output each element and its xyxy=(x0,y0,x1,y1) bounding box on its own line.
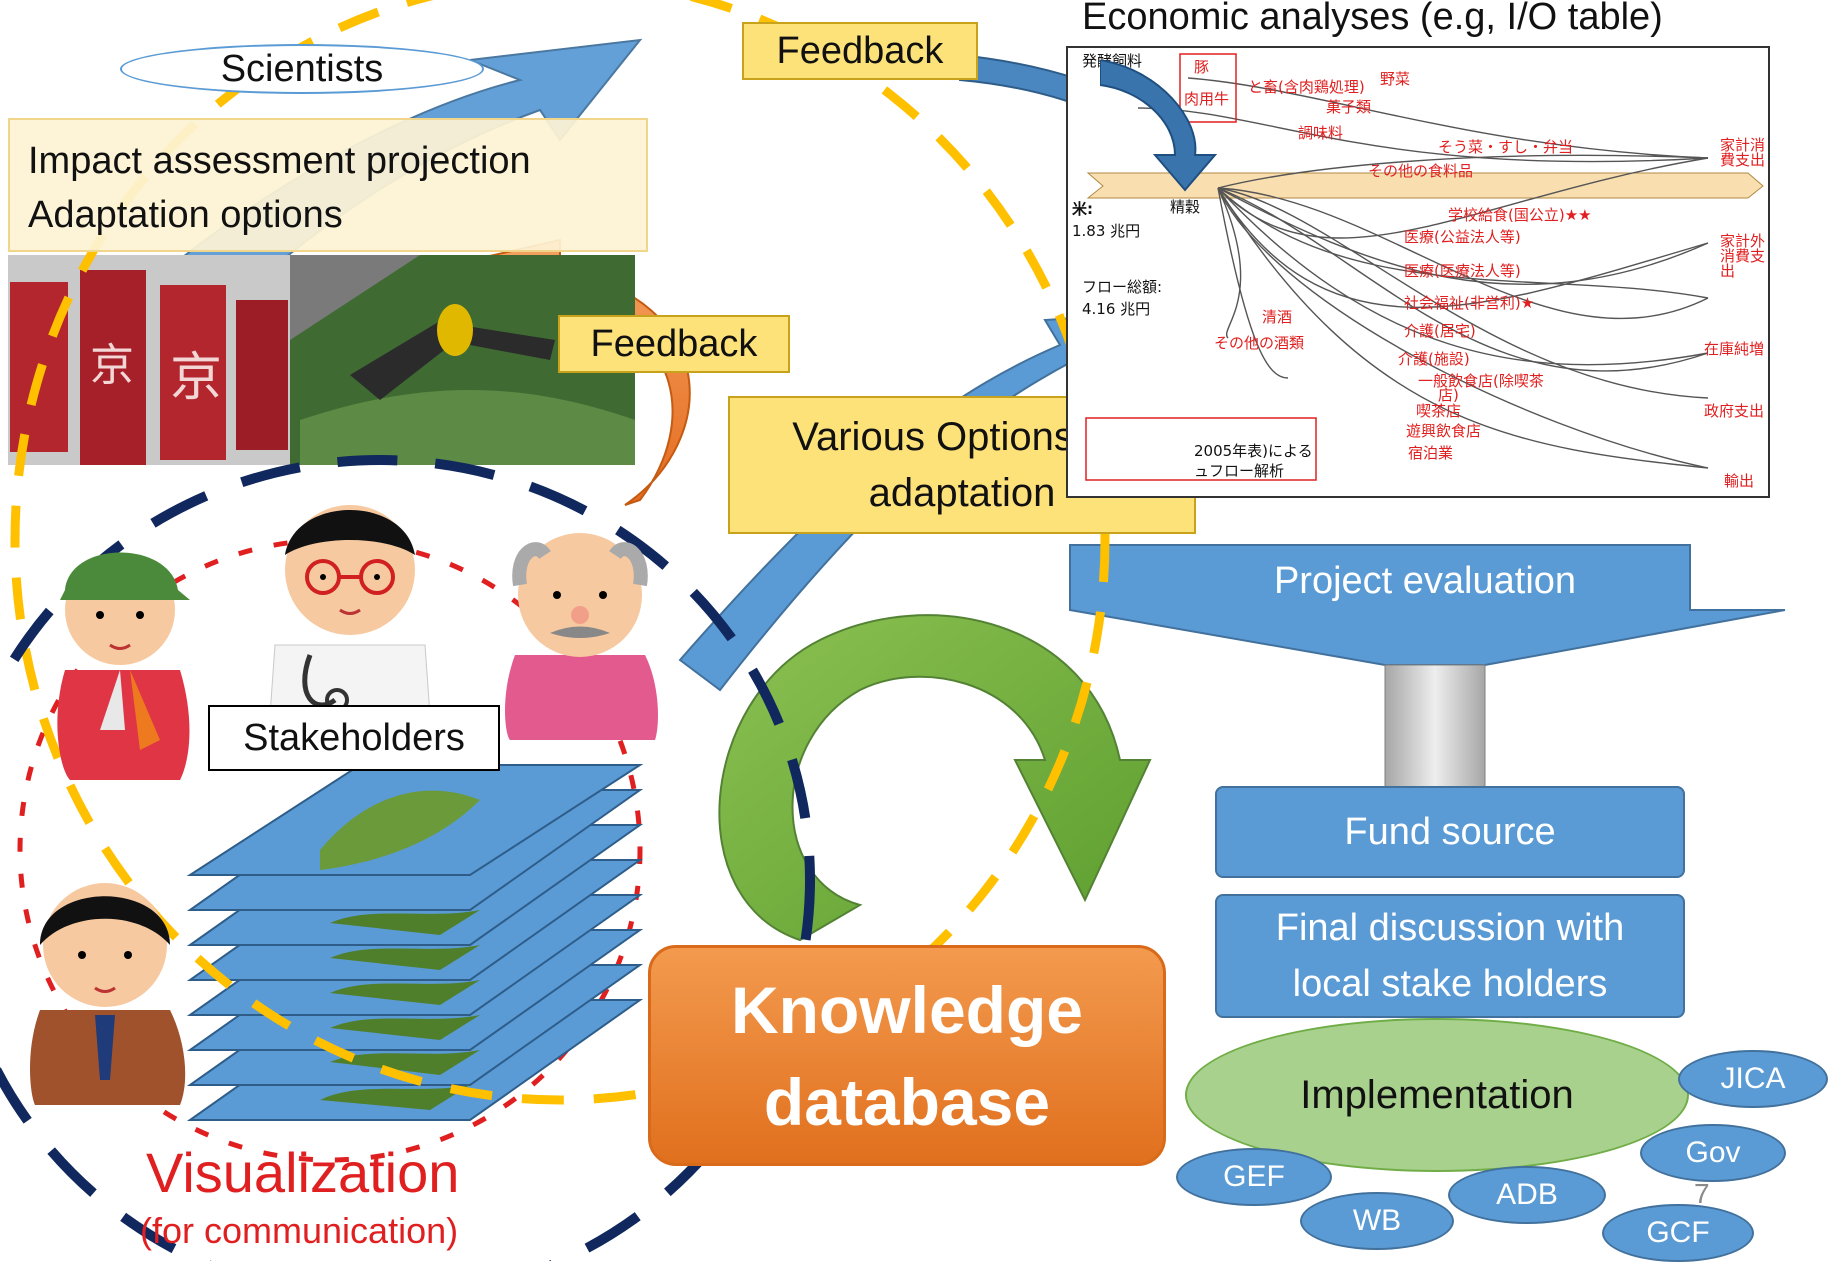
economic-analyses-title: Economic analyses (e.g, I/O table) xyxy=(1082,0,1663,38)
io-note-line-2: ュフロー解析 xyxy=(1194,462,1285,480)
io-overlay-arrow xyxy=(1100,60,1218,192)
io-rice: 米: xyxy=(1072,200,1093,218)
doctor-character xyxy=(269,505,431,715)
io-right-item-2: 在庫純増 xyxy=(1704,340,1765,358)
visualization-title: Visualization xyxy=(146,1141,460,1204)
funder-wb-label: WB xyxy=(1352,1204,1402,1237)
io-flow-lines xyxy=(1085,53,1764,481)
impact-line-1: Impact assessment projection xyxy=(28,140,531,182)
io-left-item-1: 肉用牛 xyxy=(1184,90,1230,108)
svg-text:京: 京 xyxy=(90,341,134,390)
io-sake-0: 清酒 xyxy=(1262,308,1293,326)
io-sake-1: その他の酒類 xyxy=(1214,334,1305,352)
io-lower-item-2: 医療(医療法人等) xyxy=(1404,262,1521,280)
page-number: 7 xyxy=(1694,1178,1710,1209)
io-lower-item-5: 介護(施設) xyxy=(1398,350,1470,368)
io-right-item-1: 家計外消費支出 xyxy=(1720,232,1766,280)
implementation-label: Implementation xyxy=(1300,1072,1574,1117)
funder-gef: GEF xyxy=(1176,1148,1332,1206)
io-right-item-3: 政府支出 xyxy=(1704,402,1765,420)
stakeholder-dashed-circle xyxy=(17,537,643,1163)
scientists-oval: Scientists xyxy=(120,44,484,94)
io-right-item-0: 家計消費支出 xyxy=(1720,136,1766,169)
feedback-top-label: Feedback xyxy=(776,29,944,72)
funder-gcf: GCF xyxy=(1602,1204,1754,1262)
fund-source-label: Fund source xyxy=(1344,810,1556,853)
funder-wb: WB xyxy=(1300,1192,1454,1250)
io-lower-item-6: 一般飲食店(除喫茶 xyxy=(1418,372,1544,390)
elderly-character xyxy=(505,533,658,740)
knowledge-line-1: Knowledge xyxy=(730,972,1083,1047)
funder-jica: JICA xyxy=(1678,1050,1828,1108)
funder-gcf-label: GCF xyxy=(1646,1216,1710,1249)
funder-gov: Gov xyxy=(1640,1124,1786,1182)
supercomputer-image: 京 京 xyxy=(8,255,290,465)
io-left-item-0: 豚 xyxy=(1194,58,1210,76)
io-flow-total: フロー総額: xyxy=(1082,278,1163,296)
funder-adb-label: ADB xyxy=(1496,1178,1558,1211)
funder-jica-label: JICA xyxy=(1720,1062,1786,1095)
io-table-panel: 発酵飼料 豚 肉用牛 と畜(含肉鶏処理) 野菜 菓子類 調味料 そう菜・すし・弁… xyxy=(1066,46,1770,498)
io-seimai: 精穀 xyxy=(1170,198,1201,216)
io-top-item-1: 野菜 xyxy=(1380,70,1411,88)
options-line-2: adaptation xyxy=(868,471,1056,515)
project-evaluation-label: Project evaluation xyxy=(1273,560,1577,602)
io-rice-value: 1.83 兆円 xyxy=(1072,222,1141,240)
green-cycle-arrow xyxy=(718,614,1152,942)
stakeholders-box: Stakeholders xyxy=(208,705,500,771)
impact-assessment-box: Impact assessment projection Adaptation … xyxy=(8,118,648,252)
io-lower-item-10: 宿泊業 xyxy=(1408,444,1454,462)
io-lower-item-0: 学校給食(国公立)★★ xyxy=(1448,206,1592,224)
io-lower-item-4: 介護(居宅) xyxy=(1404,322,1476,340)
svg-text:京: 京 xyxy=(170,349,222,407)
io-note-line-1: 2005年表)による xyxy=(1194,442,1313,460)
discussion-line-2: local stake holders xyxy=(1292,963,1608,1005)
feedback-mid-label: Feedback xyxy=(590,322,758,365)
io-lower-item-8: 喫茶店 xyxy=(1416,402,1462,420)
io-mid-item-0: そう菜・すし・弁当 xyxy=(1438,138,1574,156)
fund-source-box: Fund source xyxy=(1215,786,1685,878)
grey-shaft xyxy=(1384,664,1486,791)
feedback-top-box: Feedback xyxy=(742,22,978,80)
official-character xyxy=(30,883,186,1105)
final-discussion-box: Final discussion with local stake holder… xyxy=(1215,894,1685,1018)
io-top-item-0: と畜(含肉鶏処理) xyxy=(1248,78,1365,96)
funder-adb: ADB xyxy=(1448,1166,1606,1224)
map-layer-stack xyxy=(186,764,644,1121)
stakeholders-label: Stakeholders xyxy=(243,716,465,759)
io-lower-item-9: 遊興飲食店 xyxy=(1406,422,1482,440)
knowledge-database-box: Knowledge database xyxy=(648,945,1166,1166)
funder-gef-label: GEF xyxy=(1223,1160,1285,1193)
feedback-mid-box: Feedback xyxy=(558,315,790,373)
io-top-item-2: 菓子類 xyxy=(1326,98,1372,116)
visualization-subtitle: (for communication) xyxy=(140,1210,459,1251)
funder-gov-label: Gov xyxy=(1685,1136,1741,1169)
io-lower-item-1: 医療(公益法人等) xyxy=(1404,228,1521,246)
io-top-left: 発酵飼料 xyxy=(1082,52,1143,70)
navy-dashed-circle xyxy=(0,455,815,1261)
io-mid-item-1: その他の食料品 xyxy=(1368,162,1474,180)
io-lower-item-3: 社会福祉(非営利)★ xyxy=(1404,294,1535,312)
farmer-character xyxy=(57,552,190,780)
io-right-item-4: 輸出 xyxy=(1724,472,1755,490)
io-flow-value: 4.16 兆円 xyxy=(1082,300,1151,318)
io-top-item-3: 調味料 xyxy=(1298,124,1344,142)
discussion-line-1: Final discussion with xyxy=(1275,907,1625,949)
scientists-label: Scientists xyxy=(220,47,384,90)
yellow-dashed-circle xyxy=(10,0,1110,1105)
project-evaluation-arrow xyxy=(1069,544,1786,666)
impact-line-2: Adaptation options xyxy=(28,194,343,236)
knowledge-line-2: database xyxy=(763,1064,1051,1139)
io-lower-item-7: 店) xyxy=(1438,386,1459,404)
implementation-oval: Implementation xyxy=(1185,1018,1689,1172)
